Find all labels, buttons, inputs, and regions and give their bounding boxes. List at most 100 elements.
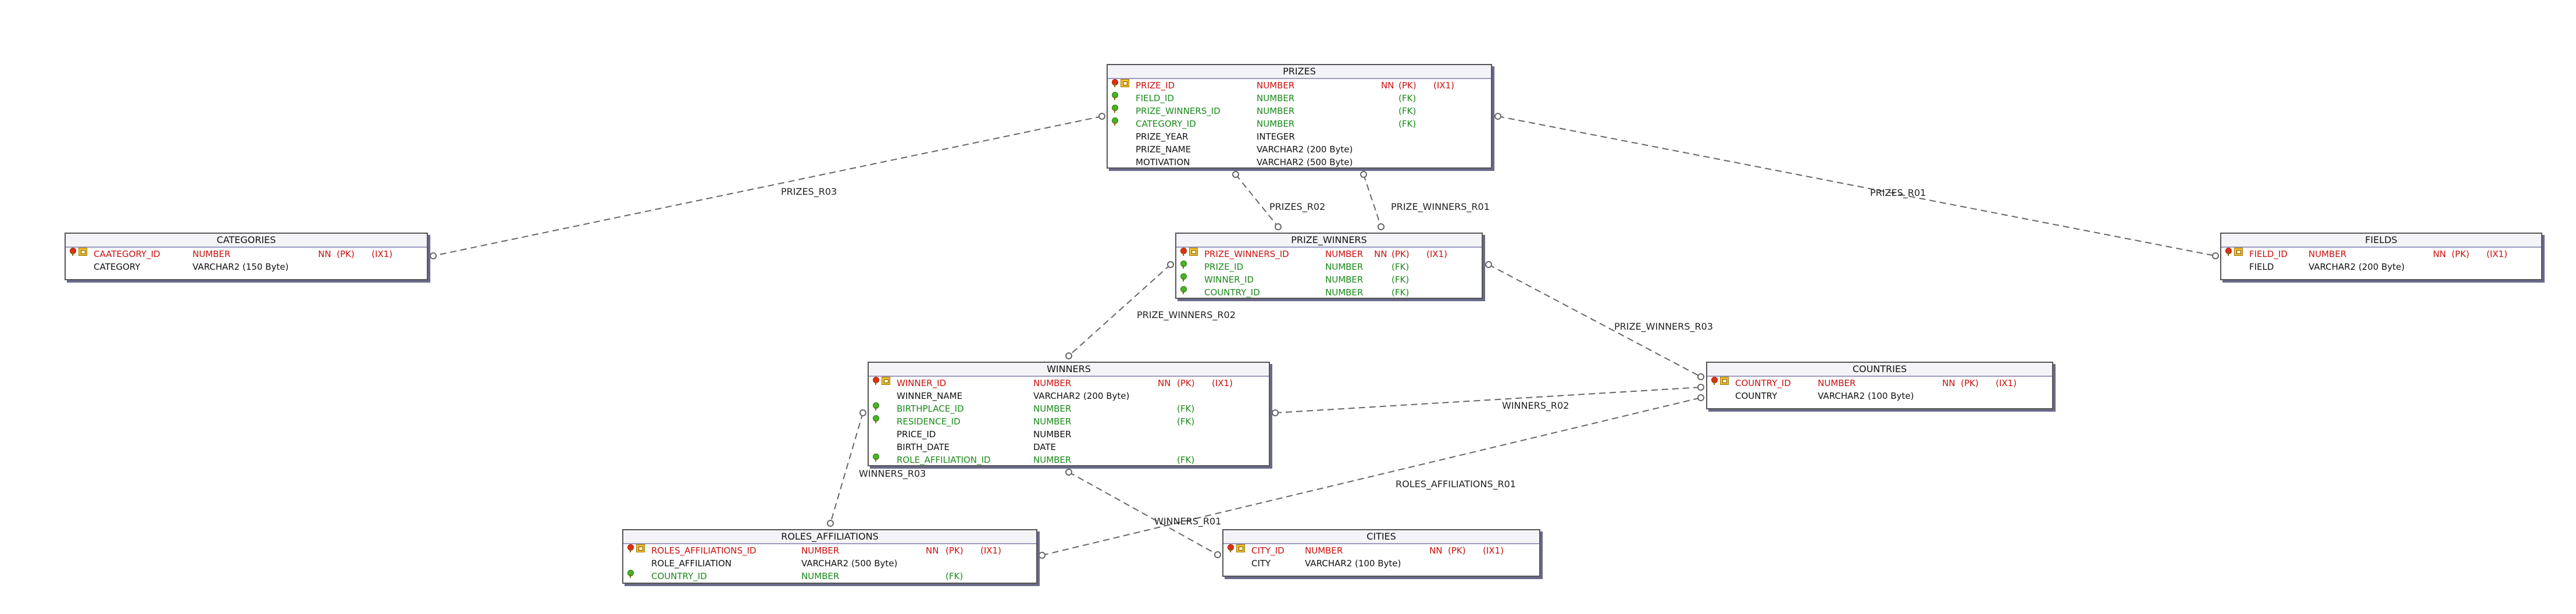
column-not-null: NN [1942, 378, 1956, 388]
line-prizes-r03[interactable] [433, 116, 1103, 256]
foreign-key-icon [872, 415, 879, 423]
table-title: COUNTRIES [1707, 363, 2052, 377]
column-name: ROLES_AFFILIATIONS_ID [651, 545, 757, 556]
primary-key-icon [1111, 79, 1118, 87]
table-title: CITIES [1223, 530, 1539, 544]
column-not-null: NN [318, 249, 331, 259]
line-prize-winners-r02[interactable] [1068, 264, 1171, 356]
column-key: (PK) [946, 545, 964, 556]
column-type: VARCHAR2 (200 Byte) [1033, 391, 1130, 401]
column-row[interactable]: ROLES_AFFILIATIONS_ID NUMBER NN (PK) (IX1) [623, 544, 1036, 557]
column-type: NUMBER [1818, 378, 1856, 388]
line-roles-affiliations-r01[interactable] [1041, 397, 1701, 556]
label-winners-r03: WINNERS_R03 [859, 468, 926, 479]
optional-end-marker [1494, 113, 1501, 120]
column-row[interactable]: PRICE_ID NUMBER [869, 428, 1269, 441]
column-name: FIELD_ID [1136, 93, 1174, 103]
line-prizes-r02[interactable] [1235, 174, 1279, 227]
line-winners-r03[interactable] [830, 412, 864, 524]
column-key: (PK) [1177, 378, 1195, 388]
column-type: NUMBER [801, 571, 840, 581]
column-index: (IX1) [1212, 378, 1233, 388]
index-icon [882, 377, 890, 385]
table-title: CATEGORIES [66, 234, 427, 248]
optional-end-marker [1697, 394, 1704, 401]
column-key: (FK) [1177, 416, 1195, 427]
column-name: COUNTRY_ID [1735, 378, 1791, 388]
line-prize-winners-r01[interactable] [1363, 174, 1382, 227]
column-key: (FK) [1392, 287, 1410, 298]
column-not-null: NN [926, 545, 939, 556]
column-index: (IX1) [1426, 249, 1447, 259]
column-name: PRIZE_WINNERS_ID [1204, 249, 1289, 259]
column-key: (FK) [1398, 106, 1417, 116]
line-prize-winners-r03[interactable] [1488, 264, 1701, 377]
column-index: (IX1) [1996, 378, 2017, 388]
column-name: COUNTRY [1735, 391, 1778, 401]
column-type: NUMBER [1325, 249, 1364, 259]
primary-key-icon [627, 544, 634, 552]
label-prize-winners-r01: PRIZE_WINNERS_R01 [1391, 201, 1490, 212]
label-prizes-r02: PRIZES_R02 [1269, 201, 1326, 212]
line-prizes-r01[interactable] [1497, 116, 2216, 256]
foreign-key-icon [872, 454, 879, 462]
line-winners-r02[interactable] [1275, 387, 1701, 413]
column-type: NUMBER [801, 545, 840, 556]
column-type: NUMBER [1257, 119, 1295, 129]
line-winners-r01[interactable] [1068, 472, 1218, 555]
column-key: (FK) [1177, 455, 1195, 465]
column-name: PRICE_ID [897, 429, 936, 440]
index-icon [1121, 79, 1129, 87]
column-key: (PK) [1398, 80, 1417, 91]
column-key: (FK) [1392, 274, 1410, 285]
column-index: (IX1) [980, 545, 1001, 556]
column-name: PRIZE_ID [1204, 262, 1244, 272]
optional-end-marker [1485, 261, 1492, 268]
optional-end-marker [1378, 223, 1385, 230]
column-name: ROLE_AFFILIATION [651, 558, 732, 569]
column-not-null: NN [1381, 80, 1394, 91]
primary-key-icon [1180, 248, 1187, 256]
column-index: (IX1) [1483, 545, 1504, 556]
column-key: (FK) [1398, 93, 1417, 103]
foreign-key-icon [1111, 117, 1118, 126]
column-type: NUMBER [1033, 429, 1072, 440]
label-prizes-r03: PRIZES_R03 [781, 186, 837, 197]
column-name: CAATEGORY_ID [94, 249, 160, 259]
